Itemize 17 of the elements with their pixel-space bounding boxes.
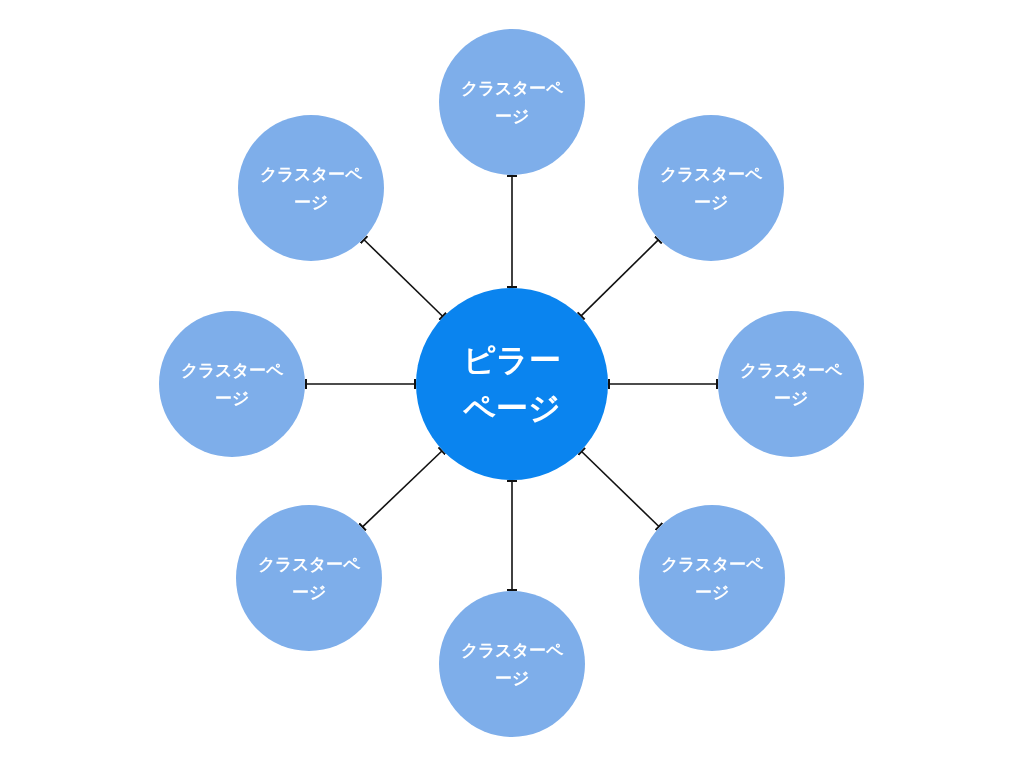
node-label: クラスターページ (739, 358, 843, 410)
connector-line (577, 446, 664, 532)
node-label: クラスターページ (659, 162, 763, 214)
connector-line (305, 378, 416, 390)
node-label: クラスターページ (180, 358, 284, 410)
node-label: ピラーページ (462, 340, 562, 429)
connector-line (576, 235, 663, 321)
connector-line (506, 175, 518, 288)
connector-line (608, 378, 718, 390)
node-label: クラスターページ (257, 552, 361, 604)
node-label: クラスターページ (460, 76, 564, 128)
connector-line (506, 480, 518, 591)
connector-line (358, 446, 447, 532)
node-label: クラスターページ (460, 638, 564, 690)
node-label: クラスターページ (259, 162, 363, 214)
node-label: クラスターページ (660, 552, 764, 604)
connector-line (359, 235, 448, 321)
